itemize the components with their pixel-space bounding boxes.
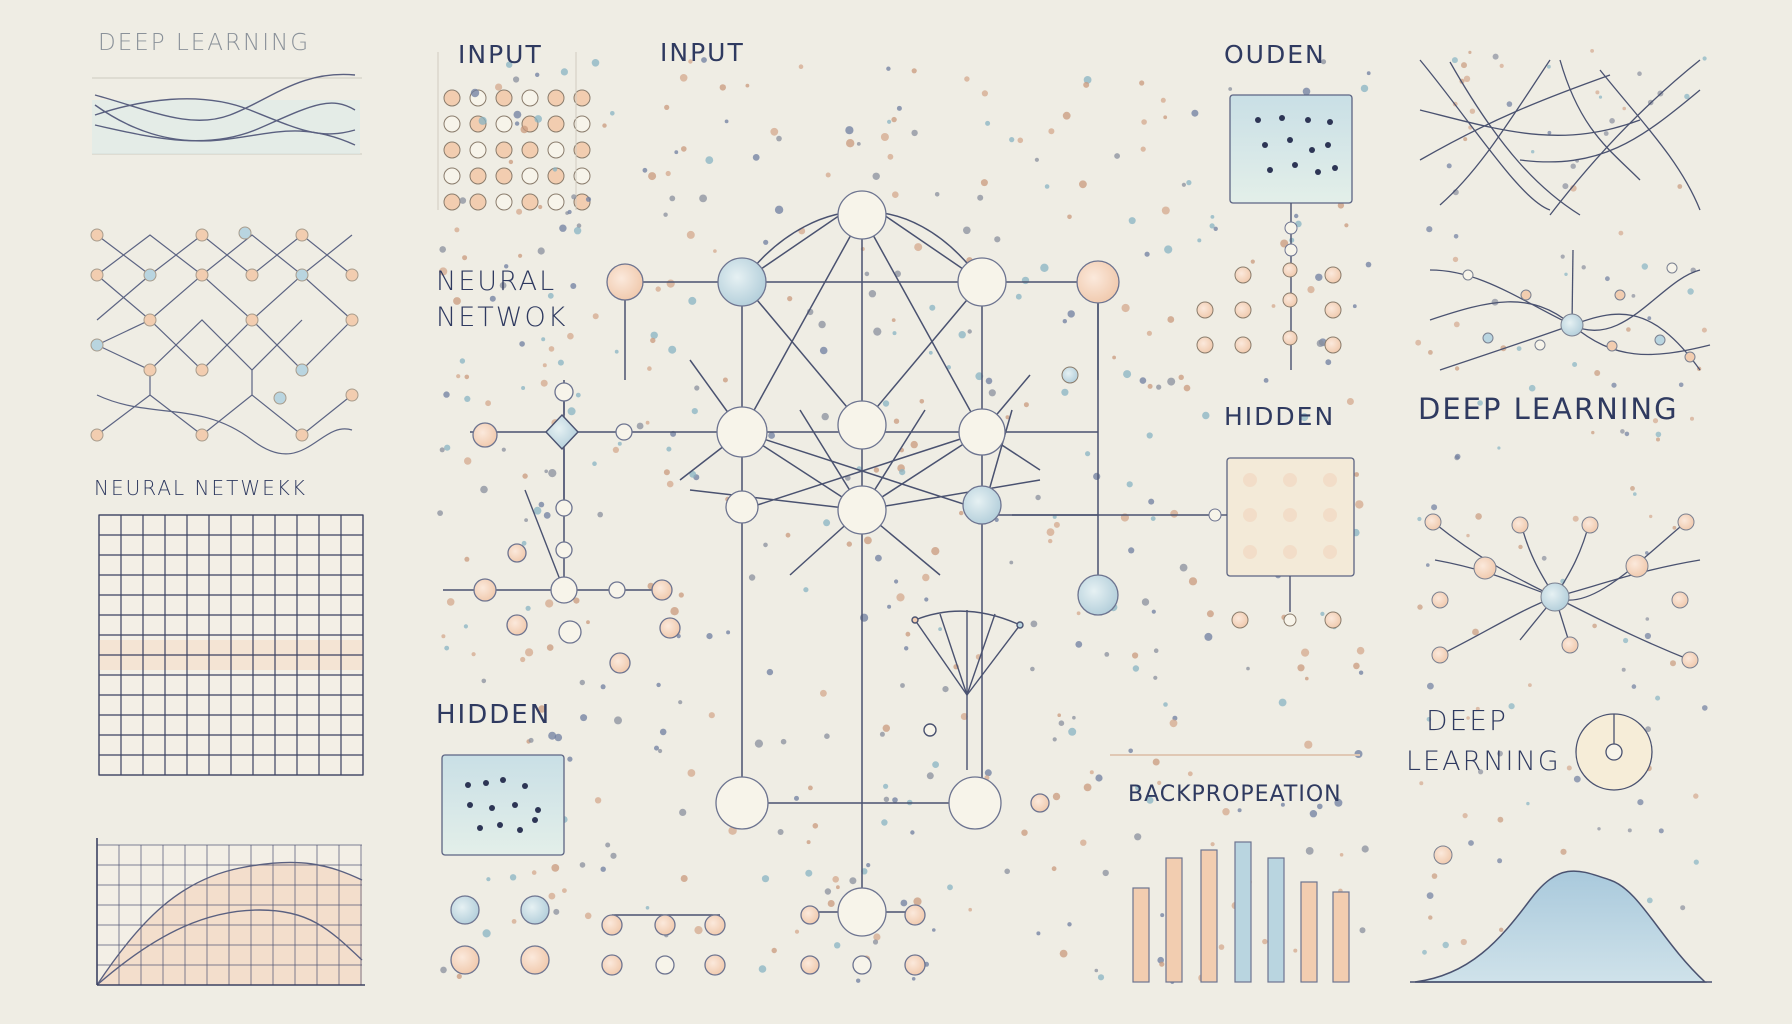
- hidden-node-3: [716, 406, 768, 458]
- gauge-icon: [1575, 713, 1653, 791]
- fan-symbol: [911, 610, 1024, 770]
- label-ouden: OUDEN: [1224, 40, 1326, 69]
- star-network-nodes: [1424, 513, 1699, 669]
- output-node-2: [1077, 574, 1119, 616]
- hidden-node-7: [837, 485, 887, 535]
- hidden-node-9: [715, 776, 769, 830]
- hidden-box-right: [1208, 457, 1355, 612]
- hidden-node-6: [725, 490, 759, 524]
- label-neural-line-1: NEURAL: [436, 266, 557, 297]
- label-input-1: INPUT: [458, 40, 543, 69]
- lattice-network-left: [96, 234, 353, 455]
- hidden-node-8: [962, 485, 1002, 525]
- lattice-nodes-left: [90, 226, 359, 442]
- label-learning-line-2: LEARNING: [1406, 746, 1561, 777]
- label-input-2: INPUT: [660, 38, 745, 67]
- label-hidden-right: HIDDEN: [1224, 402, 1336, 431]
- label-deep-learning-top-left: DEEP LEARNING: [98, 30, 311, 56]
- label-hidden-bottom-left: HIDDEN: [436, 700, 552, 730]
- ouden-box: [1229, 94, 1353, 370]
- label-backpropagation: BACKPROPEATION: [1128, 782, 1342, 807]
- hidden-box-left: [441, 754, 565, 856]
- bottom-node: [837, 887, 887, 937]
- main-network-nodes: [450, 190, 1120, 976]
- area-chart-bottom-right: [1410, 845, 1712, 983]
- output-dot-columns: [1061, 262, 1342, 629]
- backprop-bars: [1110, 754, 1360, 983]
- hidden-node-1: [717, 257, 767, 307]
- top-node: [837, 190, 887, 240]
- hidden-node-2: [957, 257, 1007, 307]
- output-node-1: [1076, 260, 1120, 304]
- scatter-dots: [437, 49, 1708, 985]
- hidden-node-5: [958, 408, 1006, 456]
- input-dot-grid: [443, 89, 591, 211]
- label-deep-line-1: DEEP: [1426, 704, 1508, 737]
- label-neural-network-left: NEURAL NETWEKK: [94, 476, 307, 500]
- wave-chart-top-left: [92, 73, 362, 155]
- area-chart-bottom-left: [96, 838, 365, 986]
- hidden-node-4: [837, 400, 887, 450]
- grid-left: [98, 514, 364, 776]
- label-deep-learning-right: DEEP LEARNING: [1418, 392, 1679, 426]
- label-neural-line-2: NETWOK: [436, 302, 568, 333]
- hidden-node-10: [948, 776, 1002, 830]
- wave-network-nodes: [1462, 262, 1696, 363]
- left-subnetwork: [524, 390, 579, 591]
- crossing-lines-top-right: [1419, 59, 1701, 216]
- input-node-1: [606, 263, 644, 301]
